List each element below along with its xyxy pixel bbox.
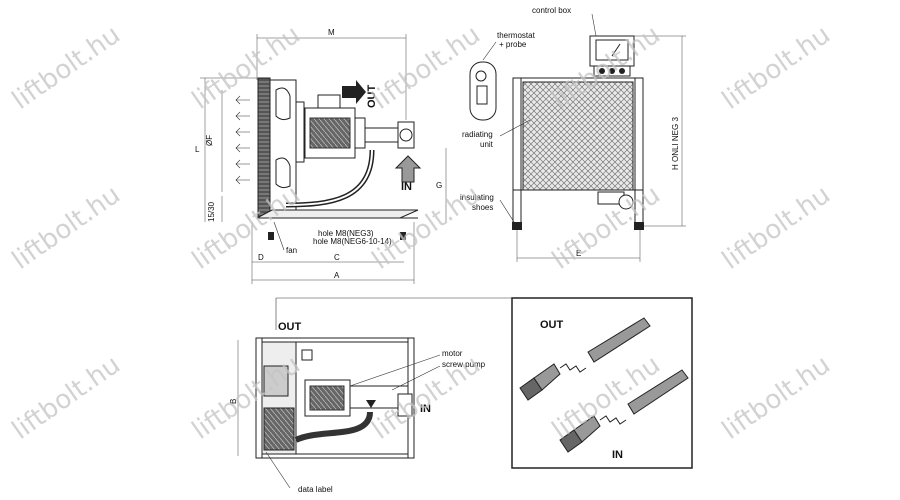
watermark: liftbolt.hu	[717, 180, 836, 276]
front-view: control box radiating unit insulating sh…	[460, 6, 686, 262]
radiating-unit	[522, 81, 634, 191]
radiating-label-1: radiating	[462, 130, 493, 139]
top-out-label: OUT	[278, 321, 302, 333]
in-fitting	[559, 369, 689, 453]
watermark: liftbolt.hu	[7, 180, 126, 276]
insulating-shoe-right	[634, 222, 644, 230]
watermark: liftbolt.hu	[7, 350, 126, 446]
dim-m-label: M	[328, 28, 335, 37]
dim-d-label: D	[258, 253, 264, 262]
thermostat-probe: thermostat + probe	[469, 31, 536, 121]
in-arrow-icon	[394, 155, 422, 183]
dim-l-label: L	[195, 145, 200, 154]
dim-b-label: B	[229, 399, 238, 404]
out-fitting	[519, 317, 651, 401]
hole-label-1: hole M8(NEG3)	[318, 229, 374, 238]
probe-label-1: thermostat	[497, 31, 536, 40]
watermark: liftbolt.hu	[367, 180, 486, 276]
side-in-label: IN	[401, 181, 412, 193]
watermark: liftbolt.hu	[717, 20, 836, 116]
insulating-label-2: shoes	[472, 203, 493, 212]
out-arrow-icon	[342, 80, 366, 104]
dim-g-label: G	[436, 181, 442, 190]
detail-box: OUT IN	[511, 297, 693, 469]
dim-e-label: E	[576, 249, 581, 258]
top-in-label: IN	[420, 403, 431, 415]
watermark: liftbolt.hu	[187, 180, 306, 276]
dim-h-label: H ONLI NEG 3	[671, 117, 680, 170]
top-view: OUT motor screw pump IN B data label	[229, 297, 512, 494]
watermarks: liftbolt.hu liftbolt.hu liftbolt.hu lift…	[7, 20, 836, 446]
dim-a-label: A	[334, 271, 340, 280]
control-box-label: control box	[532, 6, 571, 15]
insulating-shoe-left	[512, 222, 522, 230]
dim-c-label: C	[334, 253, 340, 262]
data-label-text: data label	[298, 485, 333, 494]
watermark: liftbolt.hu	[717, 350, 836, 446]
watermark: liftbolt.hu	[7, 20, 126, 116]
radiating-label-2: unit	[480, 140, 494, 149]
dim-f-label: ØF	[205, 135, 214, 146]
motor-label: motor	[442, 349, 463, 358]
screw-pump-label: screw pump	[442, 360, 486, 369]
fan-label: fan	[286, 246, 297, 255]
side-view: M L ØF 15/30	[195, 28, 447, 284]
watermark: liftbolt.hu	[367, 20, 486, 116]
side-out-label: OUT	[366, 85, 378, 109]
hole-label-2: hole M8(NEG6-10-14)	[313, 237, 392, 246]
probe-label-2: + probe	[499, 40, 527, 49]
insulating-label-1: insulating	[460, 193, 494, 202]
dim-15-30-label: 15/30	[207, 201, 216, 222]
detail-in-label: IN	[612, 449, 623, 461]
detail-out-label: OUT	[540, 319, 564, 331]
air-flow-arrows	[235, 95, 250, 185]
